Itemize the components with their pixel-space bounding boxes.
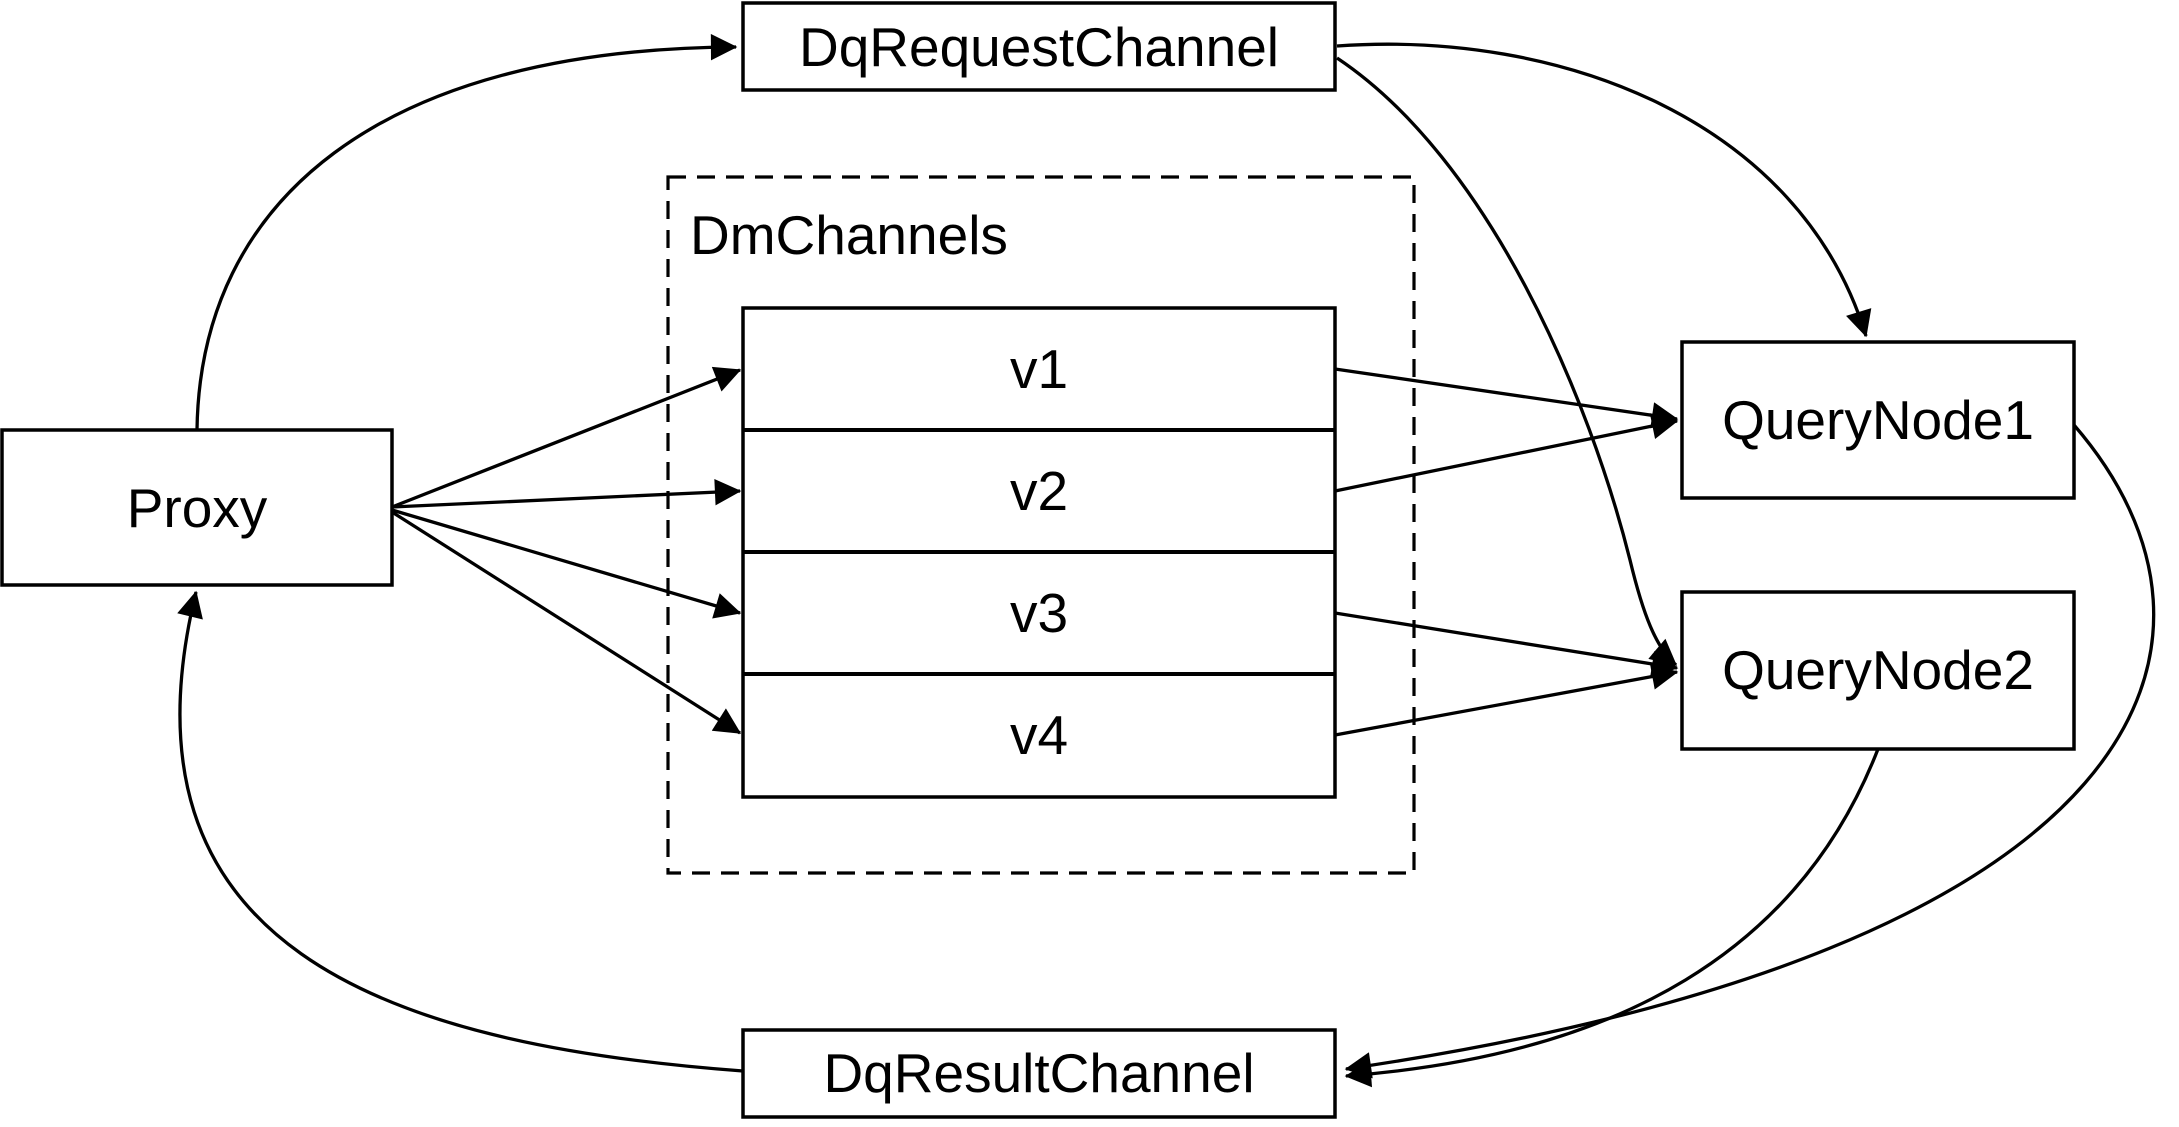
proxy-label: Proxy	[127, 477, 268, 539]
edge-querynode1-to-dqresultchannel	[1344, 423, 2156, 1079]
dqresultchannel-label: DqResultChannel	[823, 1042, 1254, 1104]
edge-v2-to-querynode1	[1334, 413, 1679, 493]
dm-channels-group-box	[666, 175, 1416, 875]
channel-v3-label: v3	[1010, 582, 1068, 644]
edge-v1-to-querynode1	[1334, 367, 1679, 429]
channel-v2-label: v2	[1010, 460, 1068, 522]
edge-v4-to-querynode2	[1334, 663, 1679, 737]
querynode2-node	[1680, 590, 2076, 751]
querynode1-node	[1680, 340, 2076, 500]
edge-dqrequestchannel-to-querynode2	[1336, 56, 1678, 667]
edge-querynode2-to-dqresultchannel	[1344, 748, 1880, 1088]
querynode1-label: QueryNode1	[1722, 389, 2034, 451]
dqrequestchannel-label: DqRequestChannel	[799, 16, 1279, 78]
edge-proxy-to-v2	[391, 478, 742, 509]
edge-proxy-to-v4	[391, 510, 742, 735]
edge-v3-to-querynode2	[1334, 611, 1679, 678]
dqresultchannel-node	[741, 1028, 1337, 1119]
edge-proxy-to-v1	[391, 366, 742, 509]
channel-v4-label: v4	[1010, 704, 1068, 766]
edge-proxy-to-v3	[391, 508, 742, 619]
querynode2-label: QueryNode2	[1722, 639, 2034, 701]
proxy-node	[0, 428, 394, 587]
channel-v1-label: v1	[1010, 338, 1068, 400]
edge-proxy-to-dqrequestchannel	[195, 33, 738, 431]
edge-dqresultchannel-to-proxy	[177, 590, 744, 1073]
edge-dqrequestchannel-to-querynode1	[1336, 42, 1872, 338]
dm-channels-group-label: DmChannels	[690, 204, 1008, 266]
dqrequestchannel-node	[741, 1, 1337, 92]
